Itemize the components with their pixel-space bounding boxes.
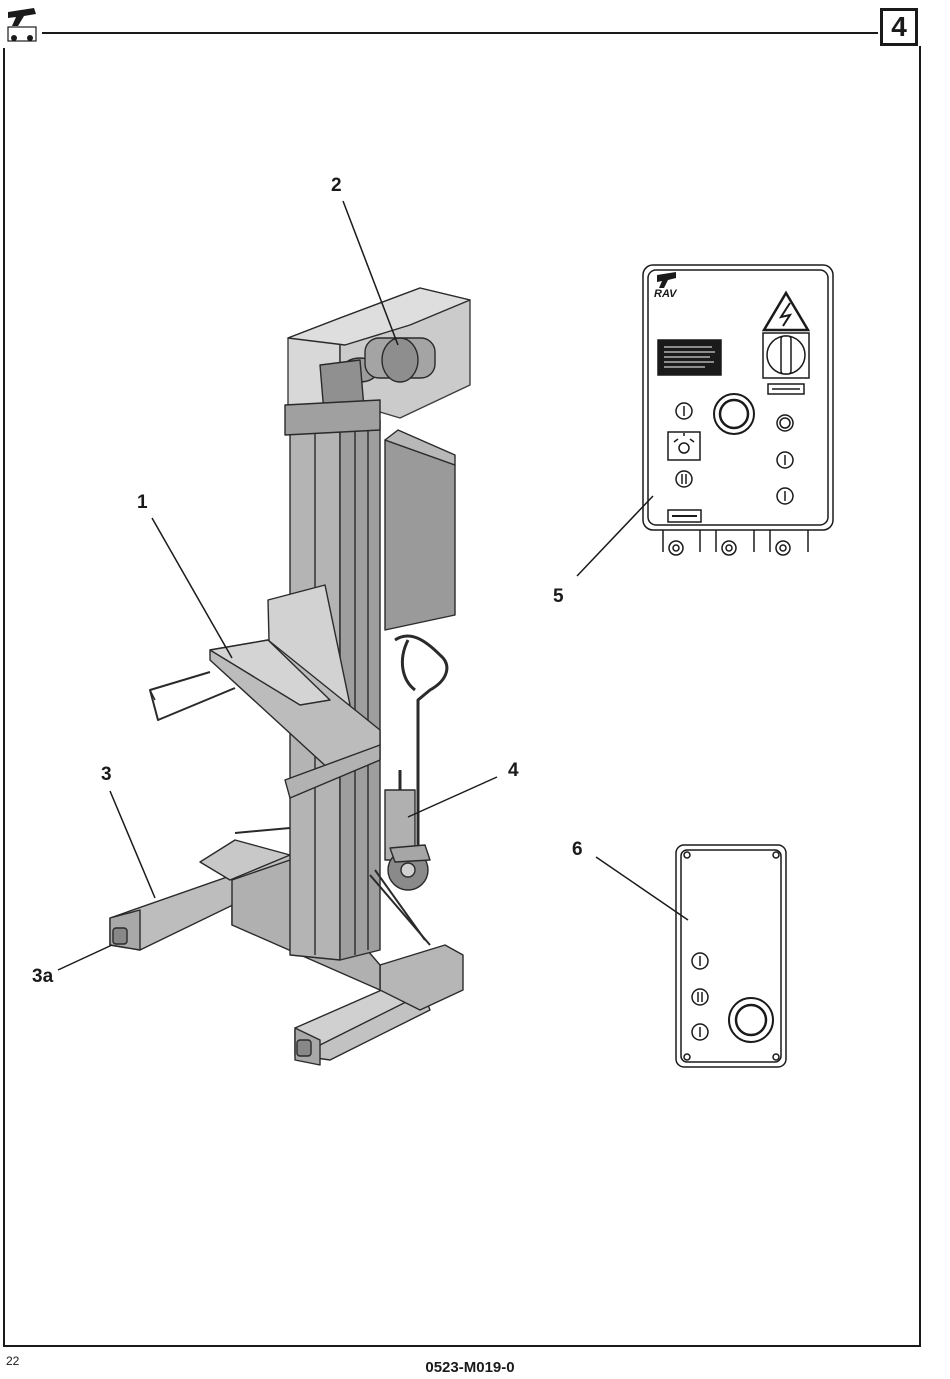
callout-6: 6 (572, 840, 583, 859)
callout-3a: 3a (32, 967, 53, 986)
callout-5: 5 (553, 587, 564, 606)
section-number: 4 (891, 11, 907, 43)
callout-3: 3 (101, 765, 112, 784)
column-lift-illustration (110, 288, 470, 1065)
rear-wheel (388, 845, 430, 890)
panel-brand-text: RAV (654, 288, 676, 300)
document-code: 0523-M019-0 (400, 1359, 540, 1376)
lift-handle (385, 636, 447, 860)
brand-logo-icon (8, 8, 36, 41)
callout-2: 2 (331, 176, 342, 195)
section-number-box: 4 (880, 8, 918, 46)
page-number: 22 (6, 1354, 19, 1368)
callout-4: 4 (508, 761, 519, 780)
control-panel-illustration (643, 265, 833, 555)
cable-glands (663, 530, 808, 555)
callout-1: 1 (137, 493, 148, 512)
remote-panel-illustration (676, 845, 786, 1067)
motor-housing (285, 288, 470, 435)
column-control-box (385, 440, 455, 630)
